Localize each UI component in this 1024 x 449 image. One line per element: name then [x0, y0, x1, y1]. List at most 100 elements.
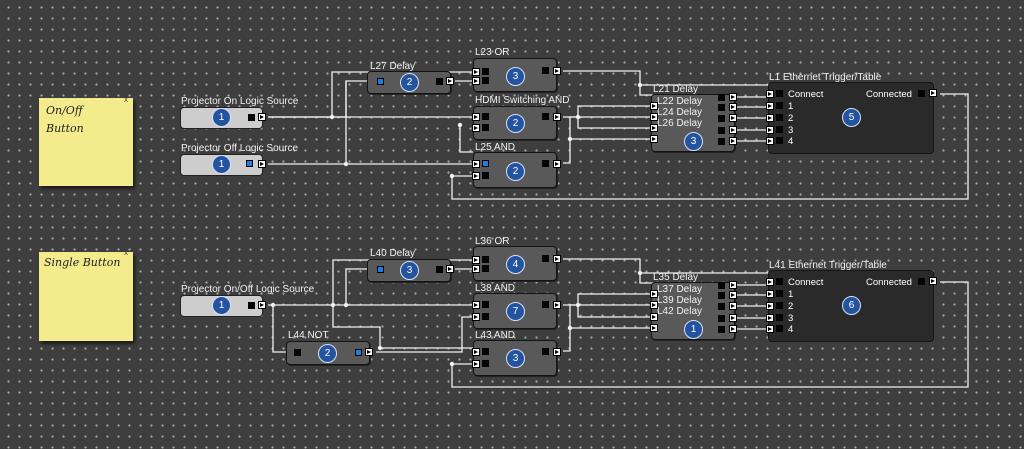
input-pin[interactable] — [776, 137, 783, 144]
input-arrow-icon[interactable] — [472, 160, 480, 168]
output-arrow-icon[interactable] — [258, 113, 266, 121]
output-pin[interactable] — [718, 282, 725, 289]
output-pin[interactable] — [542, 67, 549, 74]
output-arrow-icon[interactable] — [729, 302, 737, 310]
note-close-icon[interactable]: x — [124, 248, 128, 257]
output-pin[interactable] — [718, 138, 725, 145]
output-arrow-icon[interactable] — [553, 113, 561, 121]
input-arrow-icon[interactable] — [650, 102, 658, 110]
output-arrow-icon[interactable] — [729, 281, 737, 289]
input-arrow-icon[interactable] — [650, 290, 658, 298]
output-pin[interactable] — [718, 115, 725, 122]
output-pin[interactable] — [248, 302, 255, 309]
input-pin[interactable] — [294, 349, 301, 356]
output-arrow-icon[interactable] — [729, 314, 737, 322]
input-pin[interactable] — [482, 313, 489, 320]
output-pin[interactable] — [542, 301, 549, 308]
input-arrow-icon[interactable] — [472, 313, 480, 321]
input-pin[interactable] — [482, 124, 489, 131]
input-pin[interactable] — [482, 256, 489, 263]
output-pin[interactable] — [718, 104, 725, 111]
input-arrow-icon[interactable] — [472, 265, 480, 273]
input-pin[interactable] — [776, 290, 783, 297]
input-arrow-icon[interactable] — [650, 113, 658, 121]
input-pin[interactable] — [482, 113, 489, 120]
input-arrow-icon[interactable] — [650, 313, 658, 321]
input-arrow-icon[interactable] — [472, 301, 480, 309]
input-pin[interactable] — [482, 360, 489, 367]
output-pin[interactable] — [718, 94, 725, 101]
input-arrow-icon[interactable] — [766, 114, 774, 122]
output-pin[interactable] — [718, 127, 725, 134]
input-pin[interactable] — [482, 68, 489, 75]
output-pin[interactable] — [542, 348, 549, 355]
input-arrow-icon[interactable] — [472, 172, 480, 180]
output-pin[interactable] — [718, 326, 725, 333]
output-pin[interactable] — [718, 303, 725, 310]
input-arrow-icon[interactable] — [766, 325, 774, 333]
input-arrow-icon[interactable] — [472, 113, 480, 121]
input-arrow-icon[interactable] — [766, 290, 774, 298]
output-arrow-icon[interactable] — [553, 255, 561, 263]
output-pin[interactable] — [718, 292, 725, 299]
input-pin-active[interactable] — [377, 266, 384, 273]
output-arrow-icon[interactable] — [553, 67, 561, 75]
output-arrow-icon[interactable] — [258, 160, 266, 168]
input-pin[interactable] — [776, 90, 783, 97]
output-arrow-icon[interactable] — [365, 348, 373, 356]
output-arrow-icon[interactable] — [553, 160, 561, 168]
output-arrow-icon[interactable] — [553, 348, 561, 356]
output-arrow-icon[interactable] — [929, 277, 937, 285]
input-pin[interactable] — [776, 314, 783, 321]
input-pin[interactable] — [482, 172, 489, 179]
output-arrow-icon[interactable] — [446, 265, 454, 273]
input-pin[interactable] — [776, 325, 783, 332]
output-arrow-icon[interactable] — [729, 93, 737, 101]
input-arrow-icon[interactable] — [650, 135, 658, 143]
input-pin[interactable] — [482, 301, 489, 308]
sticky-note-single-button[interactable] — [39, 252, 133, 341]
sticky-note-on-off[interactable] — [39, 98, 133, 186]
input-pin[interactable] — [776, 302, 783, 309]
input-pin-active[interactable] — [482, 160, 489, 167]
input-arrow-icon[interactable] — [766, 314, 774, 322]
note-close-icon[interactable]: x — [124, 95, 128, 104]
input-arrow-icon[interactable] — [766, 278, 774, 286]
output-arrow-icon[interactable] — [729, 103, 737, 111]
output-pin[interactable] — [542, 255, 549, 262]
output-arrow-icon[interactable] — [729, 325, 737, 333]
input-pin[interactable] — [482, 77, 489, 84]
output-pin[interactable] — [542, 160, 549, 167]
input-pin[interactable] — [776, 114, 783, 121]
input-pin[interactable] — [482, 265, 489, 272]
output-pin[interactable] — [248, 114, 255, 121]
output-arrow-icon[interactable] — [729, 137, 737, 145]
input-arrow-icon[interactable] — [766, 90, 774, 98]
output-arrow-icon[interactable] — [258, 301, 266, 309]
output-arrow-icon[interactable] — [929, 89, 937, 97]
input-arrow-icon[interactable] — [472, 68, 480, 76]
output-pin[interactable] — [718, 315, 725, 322]
output-arrow-icon[interactable] — [446, 77, 454, 85]
output-arrow-icon[interactable] — [729, 114, 737, 122]
output-pin-active[interactable] — [246, 160, 253, 167]
input-pin[interactable] — [776, 102, 783, 109]
output-pin[interactable] — [918, 278, 925, 285]
input-arrow-icon[interactable] — [766, 102, 774, 110]
output-arrow-icon[interactable] — [553, 301, 561, 309]
input-pin[interactable] — [776, 278, 783, 285]
output-pin[interactable] — [436, 266, 443, 273]
output-pin[interactable] — [436, 78, 443, 85]
input-arrow-icon[interactable] — [766, 126, 774, 134]
input-arrow-icon[interactable] — [766, 137, 774, 145]
input-arrow-icon[interactable] — [472, 77, 480, 85]
input-pin-active[interactable] — [377, 78, 384, 85]
input-arrow-icon[interactable] — [472, 348, 480, 356]
output-pin[interactable] — [542, 113, 549, 120]
output-arrow-icon[interactable] — [729, 126, 737, 134]
input-arrow-icon[interactable] — [650, 124, 658, 132]
input-arrow-icon[interactable] — [472, 256, 480, 264]
input-arrow-icon[interactable] — [650, 324, 658, 332]
input-arrow-icon[interactable] — [472, 124, 480, 132]
output-pin[interactable] — [918, 90, 925, 97]
